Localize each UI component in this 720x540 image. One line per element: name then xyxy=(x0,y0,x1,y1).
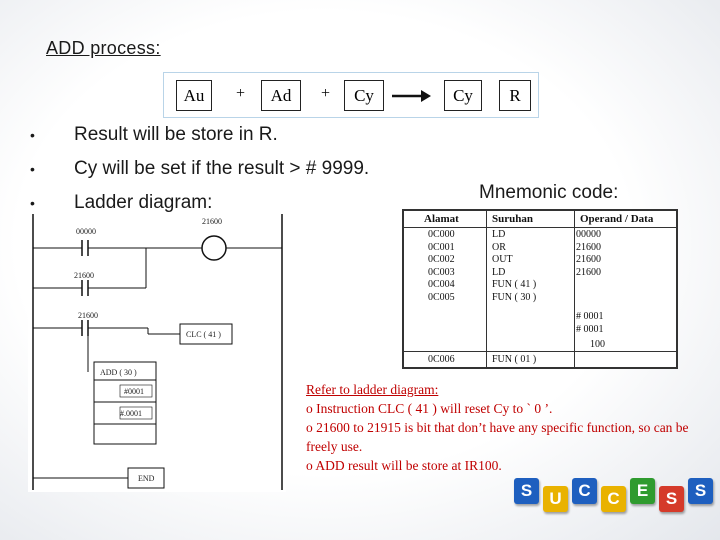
operand-add-arg-2: # 0001 xyxy=(576,324,604,335)
success-cubes: S U C C E S S xyxy=(512,478,716,518)
equation-plus-2: + xyxy=(321,85,331,102)
notes-heading: Refer to ladder diagram: xyxy=(306,382,439,397)
bullet-list: •Result will be store in R. •Cy will be … xyxy=(30,124,369,226)
operand-column: 00000 21600 21600 21600 xyxy=(576,229,601,278)
equation-result-cy: Cy xyxy=(444,80,482,111)
table-header-operand: Operand / Data xyxy=(580,213,654,225)
equation-plus-1: + xyxy=(236,85,246,102)
add-arg-1: #0001 xyxy=(124,387,144,396)
mnemonic-label: Mnemonic code: xyxy=(479,182,619,203)
slide-title: ADD process: xyxy=(46,38,161,58)
note-line-3: o ADD result will be store at IR100. xyxy=(306,458,502,473)
success-cube: C xyxy=(601,486,626,512)
instruction-column: LD OR OUT LD FUN ( 41 ) FUN ( 30 ) xyxy=(492,229,537,303)
coil-label: 21600 xyxy=(202,217,222,226)
add-equation: Au + Ad + Cy Cy R xyxy=(163,72,539,118)
equation-term-au: Au xyxy=(176,80,212,111)
operand-add-arg-1: # 0001 xyxy=(576,311,604,322)
success-cube: S xyxy=(514,478,539,504)
end-label: END xyxy=(138,474,155,483)
table-header-address: Alamat xyxy=(424,213,459,225)
note-line-2: o 21600 to 21915 is bit that don’t have … xyxy=(306,420,689,454)
address-last: 0C006 xyxy=(428,354,455,365)
notes-block: Refer to ladder diagram: o Instruction C… xyxy=(306,380,720,475)
address-column: 0C000 0C001 0C002 0C003 0C004 0C005 xyxy=(428,229,455,303)
contact-label-1: 00000 xyxy=(76,227,96,236)
equation-term-cy: Cy xyxy=(344,80,384,111)
add-arg-2: #.0001 xyxy=(120,409,142,418)
bullet-item: •Ladder diagram: xyxy=(30,192,213,213)
operand-result: 100 xyxy=(590,339,605,350)
clc-label: CLC ( 41 ) xyxy=(186,330,221,339)
success-cube: S xyxy=(688,478,713,504)
add-box-label: ADD ( 30 ) xyxy=(100,368,137,377)
bullet-item: •Cy will be set if the result > # 9999. xyxy=(30,158,370,179)
equation-term-ad: Ad xyxy=(261,80,301,111)
table-header-instruction: Suruhan xyxy=(492,213,533,225)
success-cube: C xyxy=(572,478,597,504)
success-cube: E xyxy=(630,478,655,504)
equation-result-r: R xyxy=(499,80,531,111)
success-cube: S xyxy=(659,486,684,512)
mnemonic-table: Alamat Suruhan Operand / Data 0C000 0C00… xyxy=(402,209,678,369)
contact-label-3: 21600 xyxy=(78,311,98,320)
bullet-item: •Result will be store in R. xyxy=(30,124,278,145)
instruction-last: FUN ( 01 ) xyxy=(492,354,537,365)
success-cube: U xyxy=(543,486,568,512)
contact-label-2: 21600 xyxy=(74,271,94,280)
note-line-1: o Instruction CLC ( 41 ) will reset Cy t… xyxy=(306,401,553,416)
ladder-diagram: 00000 21600 21600 21600 CLC ( 41 ) ADD (… xyxy=(28,212,286,492)
arrow-right-icon xyxy=(392,90,431,102)
